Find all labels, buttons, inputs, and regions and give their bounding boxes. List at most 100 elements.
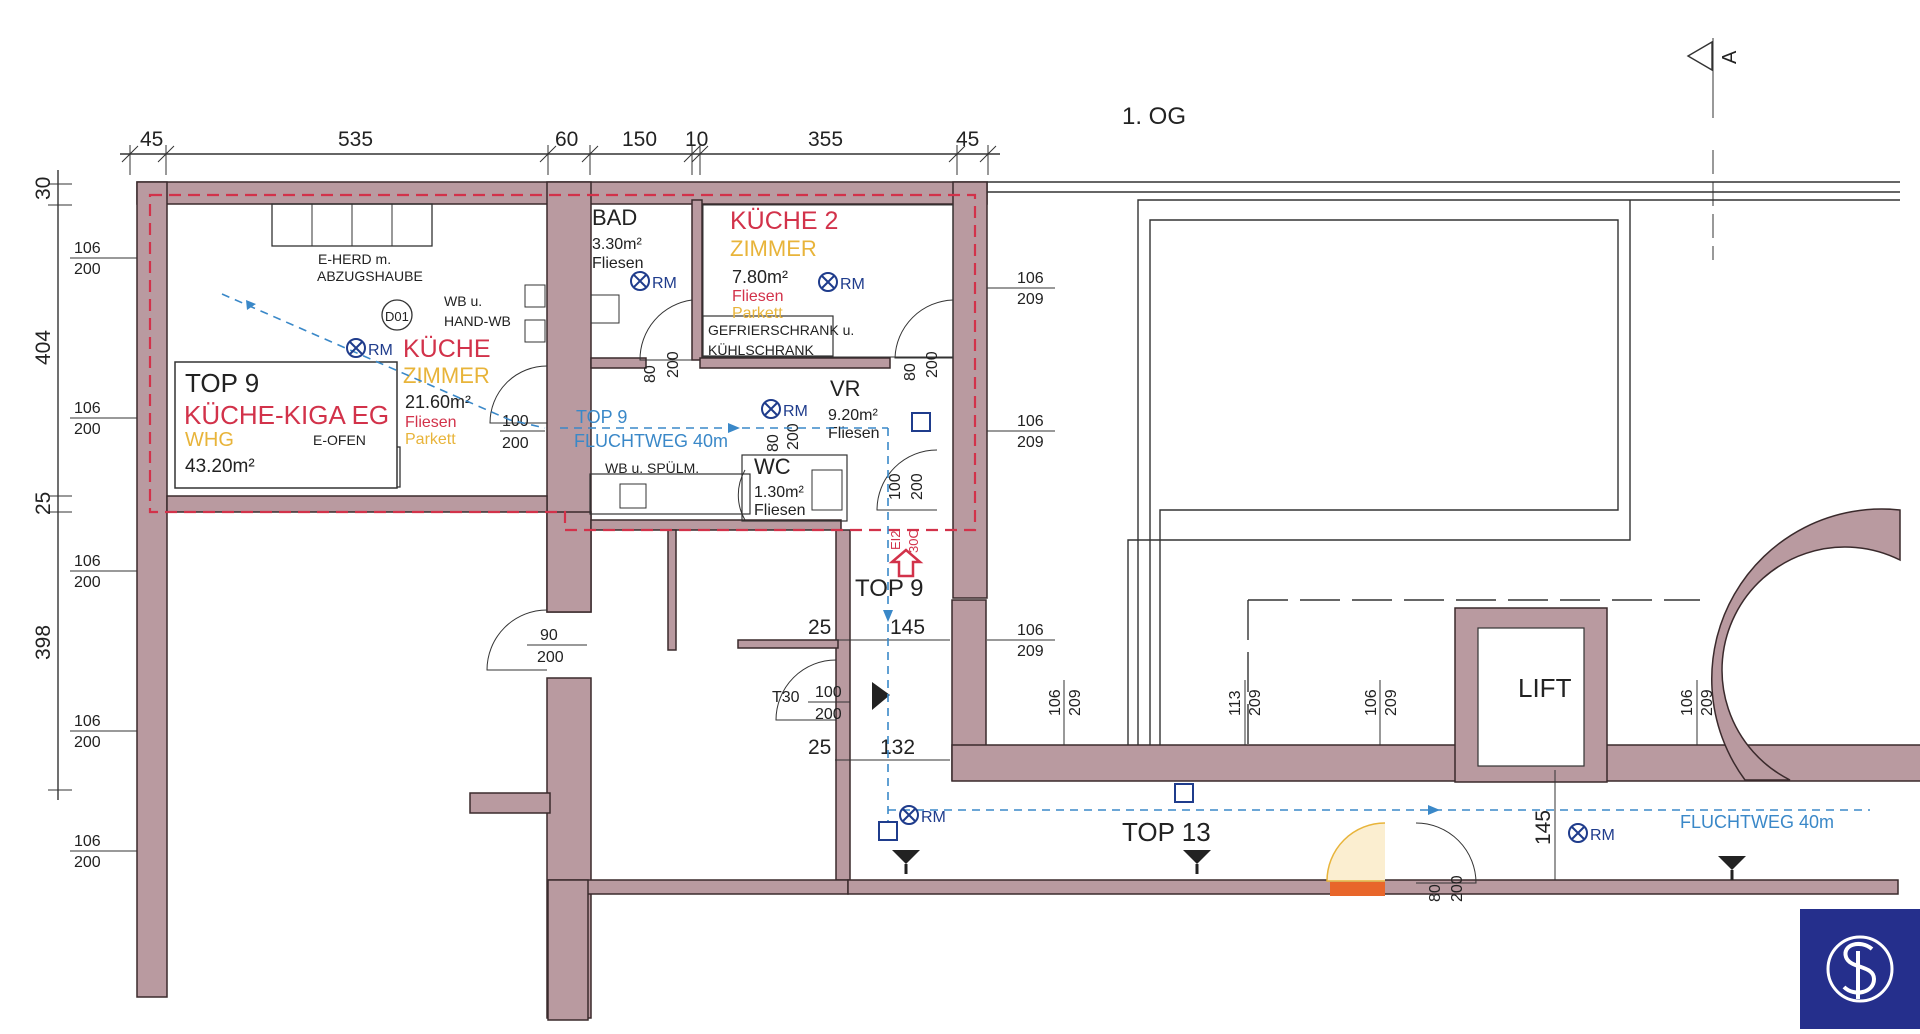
wb-label-1: WB u. (444, 293, 482, 309)
corr-dim-145v: 145 (1532, 810, 1555, 845)
gefrier-label-1: GEFRIERSCHRANK u. (708, 322, 854, 338)
logo-icon (1826, 935, 1894, 1003)
door-kitchen-height: 200 (502, 435, 529, 452)
corr-dim-132: 132 (880, 736, 915, 759)
eofen-label: E-OFEN (313, 432, 366, 448)
door-swings (486, 299, 1477, 896)
room-wc: WC 1.30m² Fliesen (741, 454, 848, 522)
door-vr-width: 100 (887, 473, 904, 500)
rm-label-4: RM (783, 403, 808, 420)
window-labels-left: 106 200 106 200 106 200 106 200 106 200 (70, 240, 145, 871)
corr-door-height: 200 (1449, 875, 1466, 902)
window-width-2: 106 (74, 400, 101, 417)
window-r-height-3: 209 (1017, 643, 1044, 660)
bad-floor: Fliesen (592, 255, 644, 272)
lift-label: LIFT (1518, 673, 1572, 703)
dim-left-1: 30 (32, 177, 55, 200)
door-k2-height: 200 (924, 351, 941, 378)
door-90-width: 90 (540, 627, 558, 644)
dim-left-4: 398 (32, 625, 55, 660)
kueche-floor-1: Fliesen (405, 414, 457, 431)
walls (136, 181, 1920, 1021)
window-width-3: 106 (74, 553, 101, 570)
door-k2-width: 80 (902, 363, 919, 381)
escape-sign-icon (878, 412, 1194, 841)
dim-top-6: 355 (808, 128, 843, 151)
sp-monogram-logo (1800, 909, 1920, 1029)
floor-label: 1. OG (1122, 103, 1186, 130)
wc-floor: Fliesen (754, 502, 806, 519)
wb-spuel-label: WB u. SPÜLM. (605, 459, 699, 476)
eherd-label-1: E-HERD m. (318, 251, 391, 267)
vr-area: 9.20m² (828, 407, 878, 424)
door-vr-height: 200 (909, 473, 926, 500)
door-bad-height: 200 (665, 351, 682, 378)
dim-top-7: 45 (956, 128, 979, 151)
escape-route-2: FLUCHTWEG 40m (1680, 812, 1834, 832)
bad-title: BAD (592, 205, 637, 230)
window-height-3: 200 (74, 574, 101, 591)
ei30-label-1: EI2 (888, 530, 903, 550)
section-marker-label: A (1719, 50, 1741, 64)
door-kitchen-width: 100 (502, 413, 529, 430)
dim-top-1: 45 (140, 128, 163, 151)
corr-door-width: 80 (1427, 884, 1444, 902)
bad-area: 3.30m² (592, 236, 642, 253)
t30-label: T30 (772, 689, 800, 706)
escape-route-1: FLUCHTWEG 40m (574, 431, 728, 451)
door-wc-width: 80 (765, 434, 782, 452)
unit-type: WHG (185, 429, 234, 451)
window-c-width-3: 106 (1363, 689, 1380, 716)
door-t30-height: 200 (815, 706, 842, 723)
dim-left-2: 404 (32, 330, 55, 365)
window-height-5: 200 (74, 854, 101, 871)
corr-dim-25b: 25 (808, 736, 831, 759)
window-c-width-4: 106 (1679, 689, 1696, 716)
exit-arrow-icon: EI2 30C (888, 529, 924, 578)
unit-area: 43.20m² (185, 456, 255, 477)
corr-dim-25a: 25 (808, 616, 831, 639)
kueche-floor-2: Parkett (405, 431, 456, 448)
window-height-2: 200 (74, 421, 101, 438)
gefrier-label-2: KÜHLSCHRANK (708, 341, 814, 358)
dimension-chain-top: 45 535 60 150 10 355 45 (120, 128, 1000, 175)
d01-label: D01 (385, 309, 409, 324)
courtyard-outline (987, 181, 1900, 745)
window-c-height-4: 209 (1699, 689, 1716, 716)
window-width-4: 106 (74, 713, 101, 730)
window-r-width-3: 106 (1017, 622, 1044, 639)
window-c-height-1: 209 (1067, 689, 1084, 716)
rm-label-3: RM (840, 276, 865, 293)
window-r-height-2: 209 (1017, 434, 1044, 451)
kueche-area: 21.60m² (405, 392, 471, 412)
window-c-height-3: 209 (1383, 689, 1400, 716)
unit-name: KÜCHE-KIGA EG (184, 400, 389, 430)
unit-boundary (148, 193, 977, 532)
door-90-height: 200 (537, 649, 564, 666)
window-c-width-2: 113 (1227, 690, 1244, 716)
top13-label: TOP 13 (1122, 817, 1211, 847)
window-width-1: 106 (74, 240, 101, 257)
dim-top-4: 150 (622, 128, 657, 151)
window-c-width-1: 106 (1047, 689, 1064, 716)
door-wc-height: 200 (785, 423, 802, 450)
rm-label-6: RM (1590, 827, 1615, 844)
dimension-chain-left: 30 404 25 398 (32, 170, 72, 800)
room-vr: VR 9.20m² Fliesen WB u. SPÜLM. (605, 376, 880, 476)
ei30-label-2: 30C (906, 529, 921, 553)
escape-routes: TOP 9 FLUCHTWEG 40m FLUCHTWEG 40m (221, 293, 1870, 832)
wc-area: 1.30m² (754, 484, 804, 501)
dim-left-3: 25 (32, 492, 55, 515)
rm-label-2: RM (652, 275, 677, 292)
rm-label-1: RM (368, 342, 393, 359)
window-height-1: 200 (74, 261, 101, 278)
dim-top-3: 60 (555, 128, 578, 151)
kueche2-floor-1: Fliesen (732, 288, 784, 305)
window-width-5: 106 (74, 833, 101, 850)
smoke-detector-icon: RM RM RM RM RM RM (346, 271, 1615, 844)
kueche-title: KÜCHE (403, 335, 491, 363)
window-c-height-2: 209 (1247, 689, 1264, 716)
eherd-label-2: ABZUGSHAUBE (317, 268, 423, 284)
corr-dim-145: 145 (890, 616, 925, 639)
window-r-height-1: 209 (1017, 291, 1044, 308)
